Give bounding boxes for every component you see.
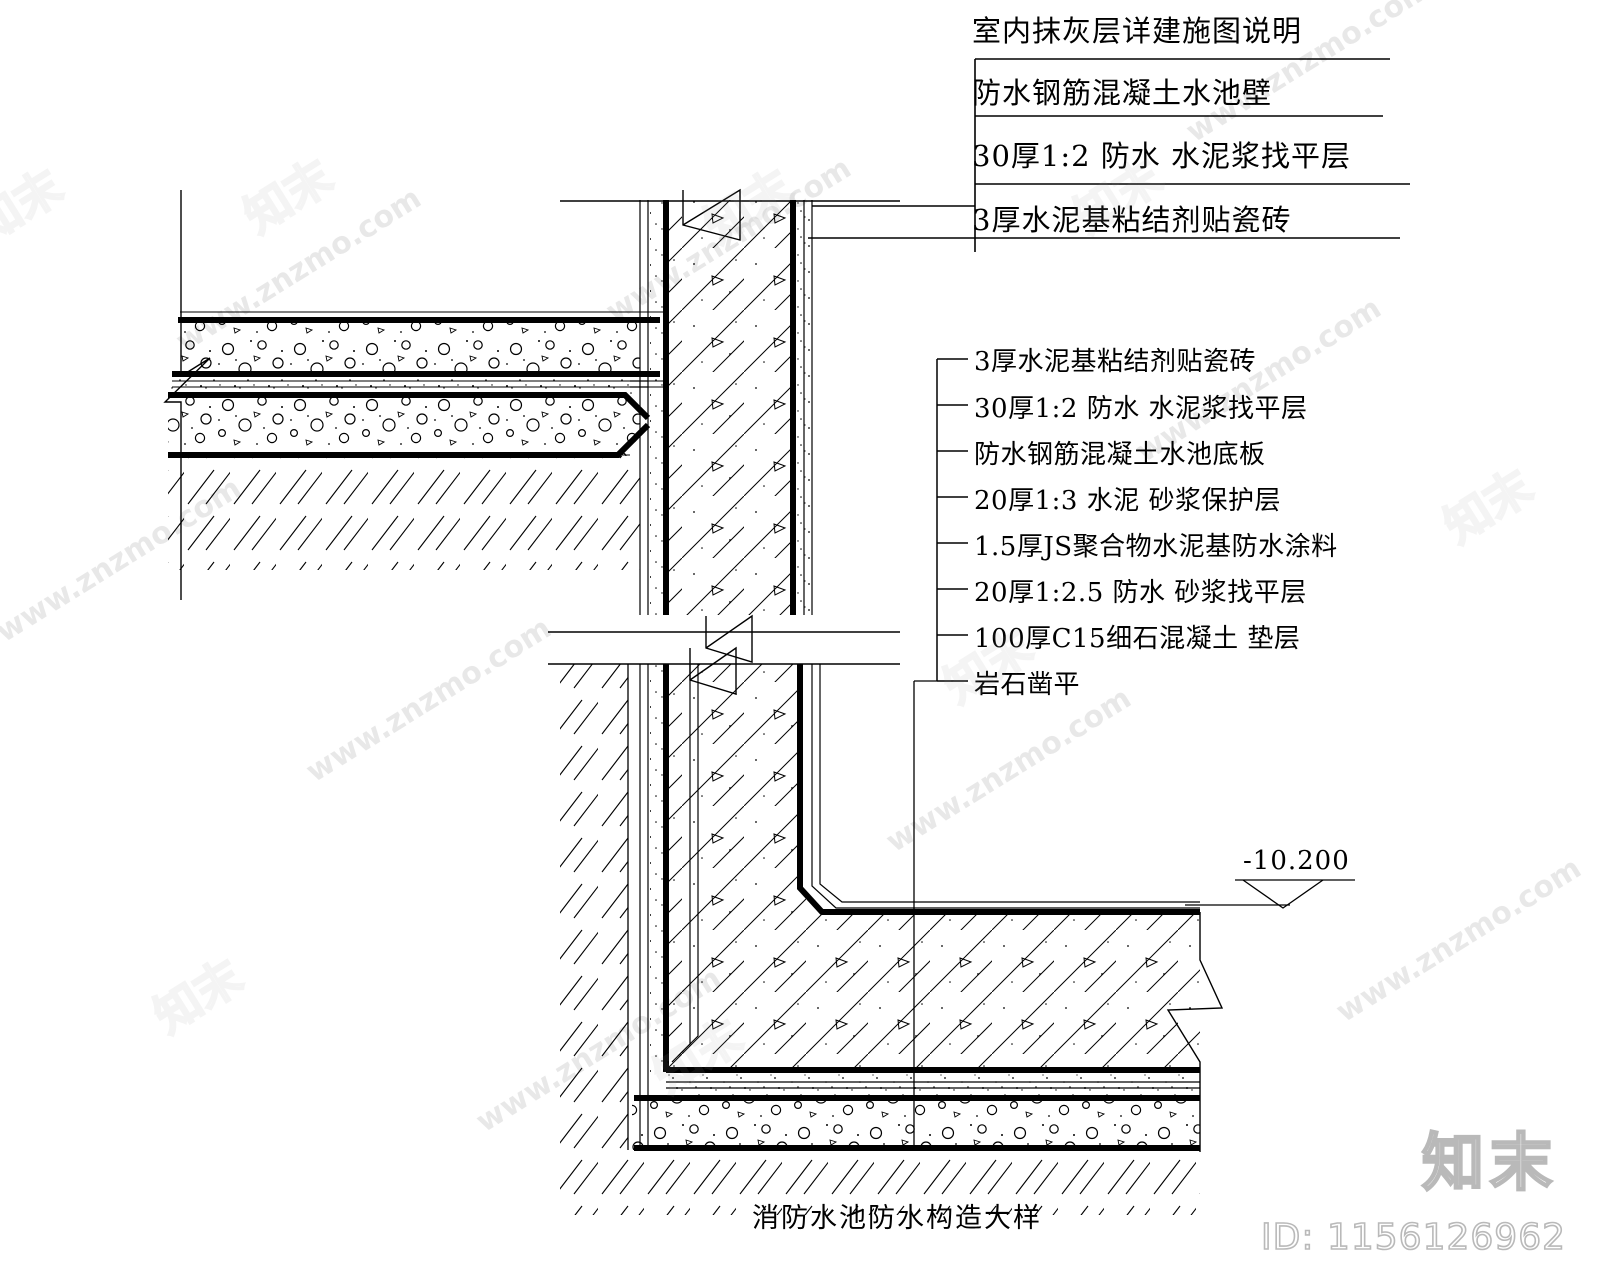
pool-wall-lower xyxy=(560,664,1200,1215)
annotation-item-8: 岩石凿平 xyxy=(974,670,1081,700)
elevation-marker xyxy=(1185,879,1355,909)
annotation-item-6: 20厚1:2.5 防水 砂浆找平层 xyxy=(974,578,1307,608)
break-line-top xyxy=(560,188,900,241)
title-block-line-1: 室内抹灰层详建施图说明 xyxy=(972,14,1303,48)
title-block-line-3: 30厚1:2 防水 水泥浆找平层 xyxy=(972,139,1352,173)
title-block-line-4: 3厚水泥基粘结剂贴瓷砖 xyxy=(972,203,1292,237)
pool-wall-upper xyxy=(630,200,813,615)
watermark-logo: 知末 xyxy=(1421,1125,1558,1201)
drawing-title: 消防水池防水构造大样 xyxy=(752,1203,1042,1234)
title-block-line-2: 防水钢筋混凝土水池壁 xyxy=(972,76,1273,110)
annotation-item-7: 100厚C15细石混凝土 垫层 xyxy=(974,624,1301,654)
annotation-item-1: 3厚水泥基粘结剂贴瓷砖 xyxy=(974,347,1257,377)
annotation-item-5: 1.5厚JS聚合物水泥基防水涂料 xyxy=(974,532,1338,562)
elevation-value: -10.200 xyxy=(1243,846,1350,876)
upper-slab-assembly xyxy=(163,190,668,600)
watermark-id: ID: 1156126962 xyxy=(1260,1216,1566,1259)
annotation-leader-comb xyxy=(913,358,968,1150)
annotation-item-2: 30厚1:2 防水 水泥浆找平层 xyxy=(974,394,1308,424)
annotation-item-3: 防水钢筋混凝土水池底板 xyxy=(974,440,1266,470)
annotation-item-4: 20厚1:3 水泥 砂浆保护层 xyxy=(974,486,1281,516)
right-break-edge xyxy=(1166,912,1224,1152)
title-block-rules xyxy=(808,58,1410,252)
